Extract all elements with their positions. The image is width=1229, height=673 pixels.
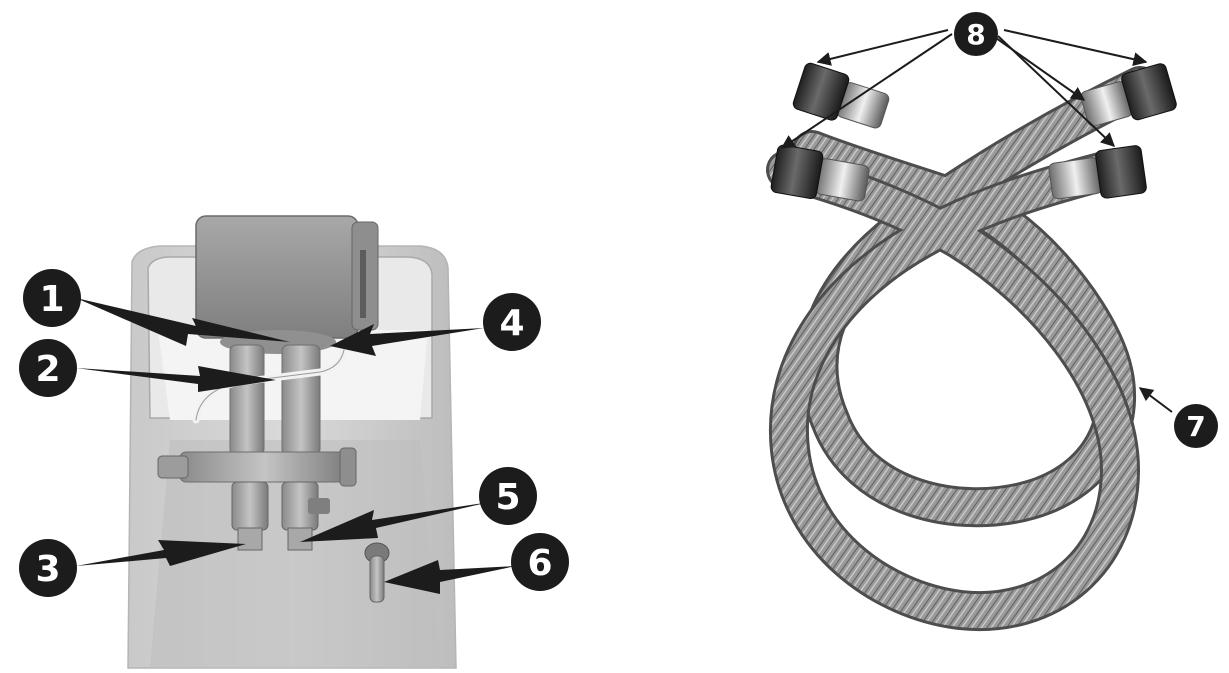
callout-6: 6 bbox=[511, 533, 569, 591]
callout-2: 2 bbox=[19, 339, 77, 397]
callout-8: 8 bbox=[954, 12, 998, 56]
callout-2-number: 2 bbox=[35, 349, 60, 390]
callout-5: 5 bbox=[479, 467, 537, 525]
arrow-8-to-mid-left bbox=[780, 33, 953, 149]
arrow-3 bbox=[76, 540, 246, 566]
braided-hoses-illustration bbox=[766, 62, 1177, 632]
callout-4: 4 bbox=[483, 293, 541, 351]
arrow-6 bbox=[384, 560, 516, 594]
callout-6-number: 6 bbox=[527, 543, 552, 584]
hose-callout-arrows bbox=[780, 29, 1173, 413]
arrow-1 bbox=[76, 298, 290, 346]
braided-hose-b bbox=[766, 148, 1141, 632]
right-vertical-pipe bbox=[281, 344, 321, 456]
overflow-fitting bbox=[364, 542, 390, 603]
callout-1-number: 1 bbox=[39, 279, 64, 320]
callout-7-number: 7 bbox=[1186, 410, 1205, 443]
callout-3: 3 bbox=[19, 539, 77, 597]
left-vertical-pipe bbox=[229, 344, 265, 456]
arrow-2 bbox=[76, 366, 276, 392]
hose-end-top-left bbox=[792, 62, 890, 129]
callout-5-number: 5 bbox=[495, 477, 520, 518]
arrow-8-to-inner-right bbox=[995, 37, 1086, 101]
callout-8-number: 8 bbox=[966, 18, 985, 51]
arrow-4 bbox=[330, 324, 484, 356]
arrow-7-to-hose bbox=[1138, 387, 1173, 413]
callout-7: 7 bbox=[1174, 404, 1218, 448]
softener-callout-arrows bbox=[76, 298, 516, 594]
callout-1: 1 bbox=[23, 269, 81, 327]
arrow-5 bbox=[300, 502, 490, 542]
callout-4-number: 4 bbox=[499, 303, 524, 344]
hose-end-top-right bbox=[1080, 63, 1177, 127]
hose-end-mid-left bbox=[770, 144, 870, 202]
arrow-8-to-top-right bbox=[1003, 29, 1148, 67]
callout-3-number: 3 bbox=[35, 549, 60, 590]
hose-end-mid-right bbox=[1048, 145, 1147, 200]
water-softener-illustration bbox=[127, 215, 457, 669]
arrow-8-to-mid-right bbox=[997, 35, 1116, 147]
bypass-manifold bbox=[157, 447, 357, 487]
arrow-8-to-top-left bbox=[816, 29, 949, 66]
